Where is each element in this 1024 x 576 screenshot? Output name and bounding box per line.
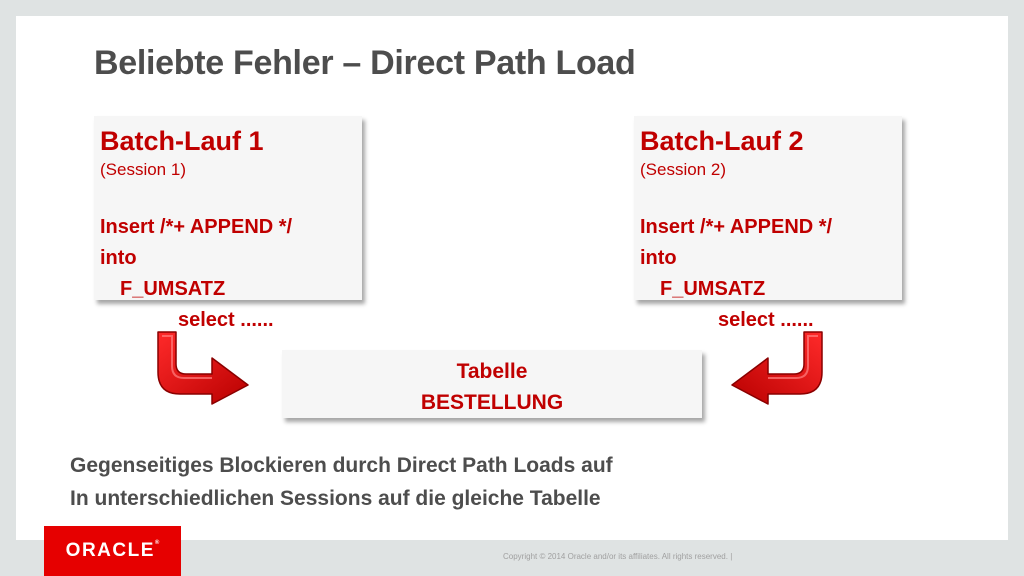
batch-box-1: Batch-Lauf 1 (Session 1) Insert /*+ APPE… [94,116,362,331]
batch-1-sql: Insert /*+ APPEND */ into F_UMSATZ selec… [100,212,400,336]
oracle-logo-text: ORACLE [65,540,155,561]
batch-1-sql-line-3: F_UMSATZ [120,278,226,300]
curved-arrow-right-icon [157,331,249,405]
table-box: Tabelle BESTELLUNG [282,350,702,418]
batch-2-sql-line-2: into [640,247,677,269]
table-label: Tabelle [456,360,528,383]
caption-line-2: In unterschiedlichen Sessions auf die gl… [70,487,601,510]
caption-line-1: Gegenseitiges Blockieren durch Direct Pa… [70,454,613,477]
oracle-logo: ORACLE® [44,526,181,576]
batch-1-content: Batch-Lauf 1 (Session 1) Insert /*+ APPE… [100,124,400,336]
batch-1-session: (Session 1) [100,160,186,179]
copyright-notice: Copyright © 2014 Oracle and/or its affil… [503,552,733,561]
batch-2-sql: Insert /*+ APPEND */ into F_UMSATZ selec… [640,212,940,336]
caption-text: Gegenseitiges Blockieren durch Direct Pa… [70,449,613,515]
batch-2-session: (Session 2) [640,160,726,179]
batch-1-title: Batch-Lauf 1 [100,126,264,156]
slide-title: Beliebte Fehler – Direct Path Load [94,44,636,82]
batch-2-content: Batch-Lauf 2 (Session 2) Insert /*+ APPE… [640,124,940,336]
batch-box-2: Batch-Lauf 2 (Session 2) Insert /*+ APPE… [634,116,902,331]
batch-1-sql-line-4: select ...... [178,309,274,331]
trademark-symbol: ® [154,540,160,546]
curved-arrow-left-icon [731,331,823,405]
table-name: BESTELLUNG [420,391,564,414]
batch-2-sql-line-3: F_UMSATZ [660,278,766,300]
batch-2-sql-line-1: Insert /*+ APPEND */ [640,216,833,238]
batch-1-sql-line-1: Insert /*+ APPEND */ [100,216,293,238]
batch-2-title: Batch-Lauf 2 [640,126,804,156]
batch-2-sql-line-4: select ...... [718,309,814,331]
batch-1-sql-line-2: into [100,247,137,269]
